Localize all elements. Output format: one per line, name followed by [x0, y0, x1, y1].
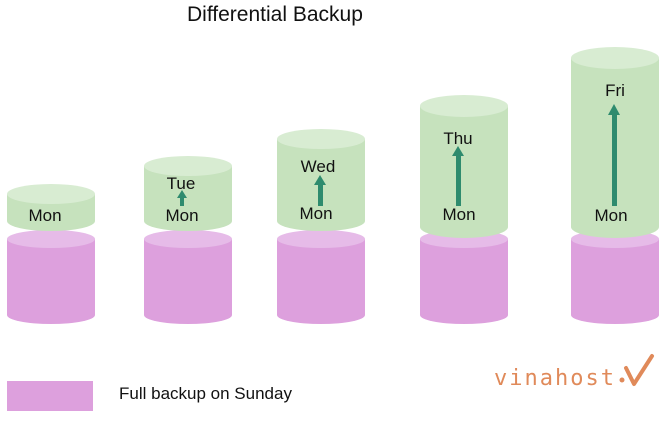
base-day-label: Mon — [165, 206, 198, 225]
day-label: Wed — [301, 157, 336, 176]
growth-arrow — [314, 175, 326, 206]
backup-column-3: Wed Mon — [277, 129, 365, 324]
legend: Full backup on Sunday — [7, 381, 292, 411]
day-label: Thu — [443, 129, 472, 148]
full-backup-cylinder — [144, 230, 232, 324]
base-day-label: Mon — [28, 206, 61, 225]
full-backup-cylinder — [277, 230, 365, 324]
diagram-title: Differential Backup — [187, 3, 363, 26]
differential-cylinder — [144, 156, 232, 231]
legend-label: Full backup on Sunday — [119, 384, 292, 403]
base-day-label: Mon — [594, 206, 627, 225]
backup-column-1: Mon — [7, 184, 95, 324]
full-backup-cylinder — [571, 230, 659, 324]
full-backup-cylinder — [420, 230, 508, 324]
day-label: Tue — [167, 174, 196, 193]
differential-cylinder — [7, 184, 95, 231]
base-day-label: Mon — [442, 205, 475, 224]
legend-swatch — [7, 381, 93, 411]
growth-arrow — [608, 104, 620, 206]
watermark-text: vinahost — [494, 366, 616, 391]
day-label: Fri — [605, 81, 625, 100]
vinahost-logo: vinahost — [494, 354, 654, 391]
backup-column-2: Tue Mon — [144, 156, 232, 324]
checkmark-icon — [619, 354, 654, 386]
backup-column-5: Fri Mon — [571, 47, 659, 324]
backup-column-4: Thu Mon — [420, 95, 508, 324]
base-day-label: Mon — [299, 204, 332, 223]
differential-cylinder — [420, 95, 508, 238]
growth-arrow — [177, 190, 187, 206]
growth-arrow — [452, 146, 464, 206]
full-backup-cylinder — [7, 230, 95, 324]
